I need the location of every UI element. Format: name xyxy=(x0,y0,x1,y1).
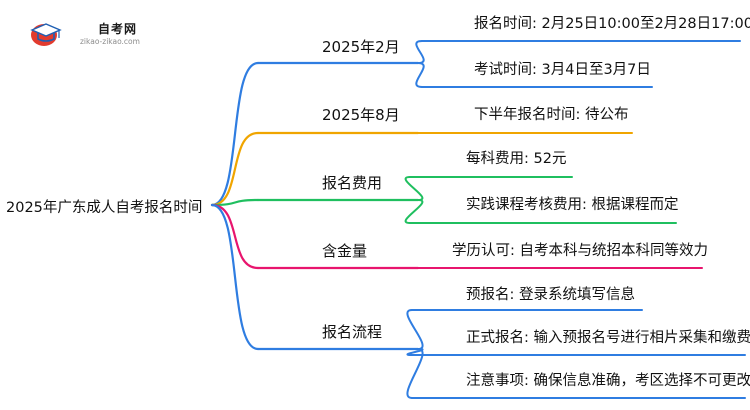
branch-label-2025-aug: 2025年8月 xyxy=(322,106,400,124)
branch-label-fees: 报名费用 xyxy=(322,174,383,192)
leaf-pre-registration: 预报名: 登录系统填写信息 xyxy=(466,287,635,303)
leaf-notes: 注意事项: 确保信息准确，考区选择不可更改 xyxy=(466,373,750,389)
leaf-registration-time: 报名时间: 2月25日10:00至2月28日17:00 xyxy=(474,16,750,32)
leaf-second-half-registration: 下半年报名时间: 待公布 xyxy=(474,107,629,123)
branch-connector xyxy=(210,203,260,270)
logo-name: 自考网 xyxy=(98,22,138,36)
branch-label-2025-feb: 2025年2月 xyxy=(322,38,400,56)
leaf-connector xyxy=(406,309,424,350)
leaf-connector xyxy=(404,176,424,201)
logo: 自考网 zikao-zikao.com xyxy=(28,18,178,48)
branch-connector xyxy=(210,61,260,207)
branch-label-value: 含金量 xyxy=(322,242,368,260)
branch-connector xyxy=(210,198,260,207)
leaf-fee-per-subject: 每科费用: 52元 xyxy=(466,151,567,167)
leaf-connector xyxy=(406,348,424,399)
logo-url: zikao-zikao.com xyxy=(80,37,140,46)
leaf-exam-time: 考试时间: 3月4日至3月7日 xyxy=(474,62,651,78)
branch-connector xyxy=(210,203,260,351)
leaf-practice-fee: 实践课程考核费用: 根据课程而定 xyxy=(466,197,679,213)
branch-connector xyxy=(210,131,260,207)
logo-icon xyxy=(30,23,62,46)
leaf-connector xyxy=(415,62,425,88)
leaf-connector xyxy=(404,199,424,224)
leaf-degree-recognition: 学历认可: 自考本科与统招本科同等效力 xyxy=(452,243,708,259)
root-topic: 2025年广东成人自考报名时间 xyxy=(6,200,203,216)
leaf-formal-registration: 正式报名: 输入预报名号进行相片采集和缴费 xyxy=(466,330,750,346)
branch-label-process: 报名流程 xyxy=(322,323,383,341)
leaf-connector xyxy=(415,40,425,64)
